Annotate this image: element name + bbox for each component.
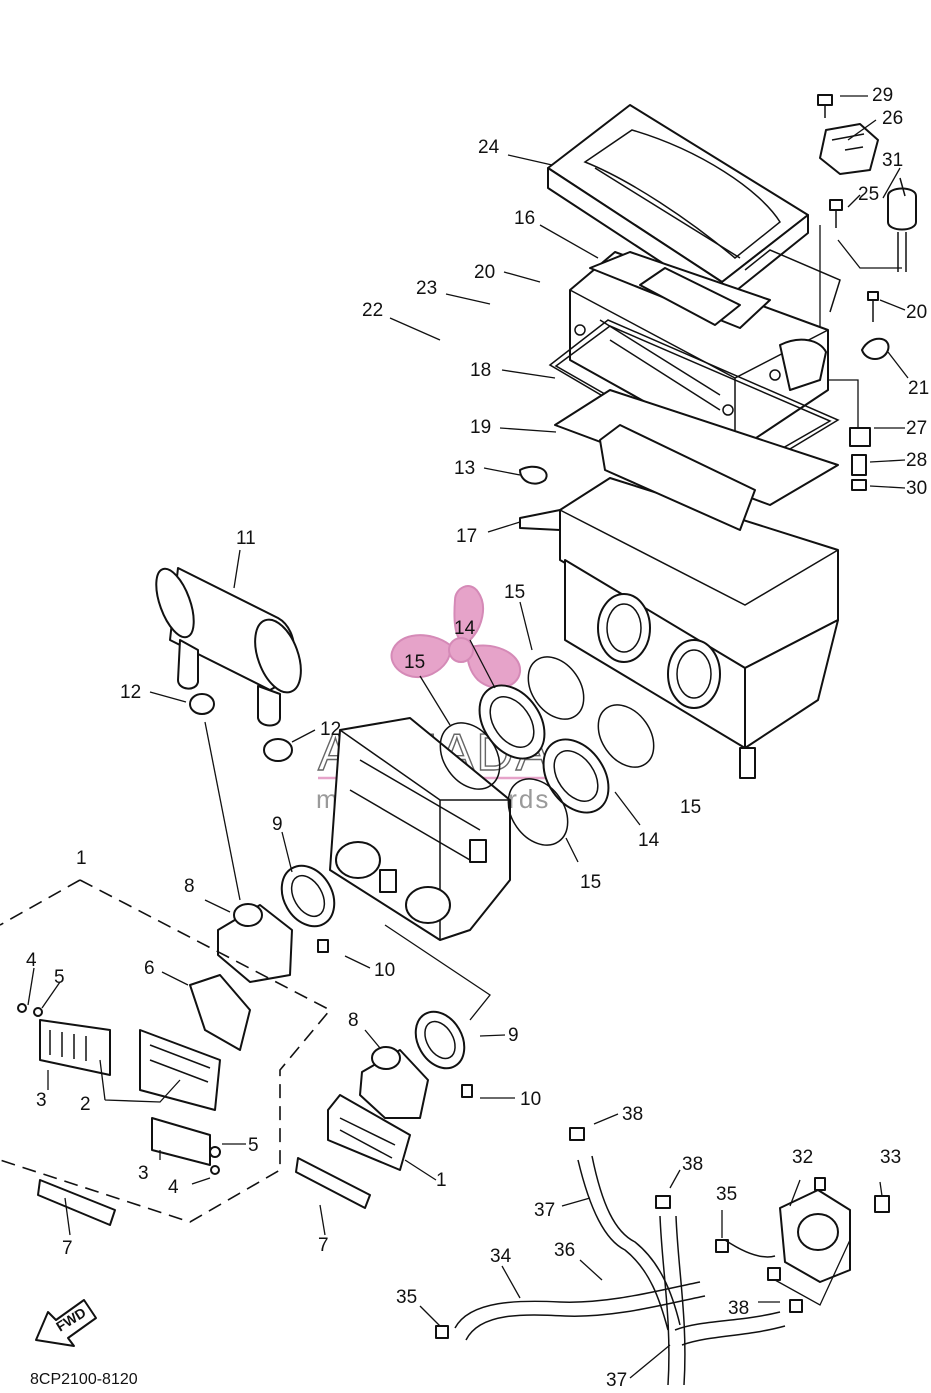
callout-c2: 2 xyxy=(80,1094,91,1115)
callout-c17: 17 xyxy=(456,526,477,547)
callout-c11: 11 xyxy=(236,528,256,549)
callout-c15a: 15 xyxy=(504,582,525,603)
callout-c7a: 7 xyxy=(62,1238,73,1259)
callout-c18: 18 xyxy=(470,360,491,381)
switch-31 xyxy=(887,187,917,231)
callout-c3b: 3 xyxy=(138,1163,149,1184)
callout-c31: 31 xyxy=(882,150,903,171)
callout-c35a: 35 xyxy=(716,1184,737,1205)
callout-c32: 32 xyxy=(792,1147,813,1168)
callout-c27: 27 xyxy=(906,418,927,439)
callout-c15d: 15 xyxy=(580,872,601,893)
callout-c30: 30 xyxy=(906,478,927,499)
callout-c20b: 20 xyxy=(906,302,927,323)
callout-c38a: 38 xyxy=(622,1104,643,1125)
callout-c34: 34 xyxy=(490,1246,512,1267)
callout-c5a: 5 xyxy=(54,967,65,988)
callout-c5b: 5 xyxy=(248,1135,259,1156)
callout-c38b: 38 xyxy=(682,1154,703,1175)
forward-direction-arrow: FWD xyxy=(35,1299,97,1347)
callout-c16: 16 xyxy=(514,208,535,229)
callout-c10a: 10 xyxy=(374,960,395,981)
left-intake-assembly xyxy=(0,864,336,1226)
callout-c6: 6 xyxy=(144,958,155,979)
fuel-pump-system xyxy=(435,1127,890,1386)
callout-c15c: 15 xyxy=(680,797,701,818)
diagram-code: 8CP2100-8120 xyxy=(30,1371,138,1388)
callout-c4a: 4 xyxy=(26,950,37,971)
callout-c14a: 14 xyxy=(454,618,476,639)
callout-c20a: 20 xyxy=(474,262,495,283)
callout-c33: 33 xyxy=(880,1147,901,1168)
callout-c8b: 8 xyxy=(348,1010,359,1031)
callout-c26: 26 xyxy=(882,108,903,129)
watermark-propeller-logo xyxy=(390,585,522,689)
callout-c38c: 38 xyxy=(728,1298,749,1319)
callout-c28: 28 xyxy=(906,450,927,471)
callout-c12a: 12 xyxy=(120,682,141,703)
callout-c1b: 1 xyxy=(436,1170,447,1191)
callout-c19: 19 xyxy=(470,417,491,438)
callout-c22: 22 xyxy=(362,300,383,321)
callout-c13: 13 xyxy=(454,458,475,479)
right-intake-assembly xyxy=(295,939,473,1209)
callout-c14b: 14 xyxy=(638,830,660,851)
leader-lines xyxy=(27,95,909,1379)
callout-c10b: 10 xyxy=(520,1089,541,1110)
gaskets xyxy=(548,319,840,506)
callout-c24: 24 xyxy=(478,137,500,158)
callout-c23: 23 xyxy=(416,278,437,299)
callout-c21: 21 xyxy=(908,378,929,399)
callout-c3a: 3 xyxy=(36,1090,47,1111)
callout-c9a: 9 xyxy=(272,814,283,835)
callout-c1a: 1 xyxy=(76,848,87,869)
callout-c36: 36 xyxy=(554,1240,575,1261)
air-box-lower xyxy=(519,424,839,779)
callout-c8a: 8 xyxy=(184,876,195,897)
carburetor-assembly xyxy=(329,717,511,941)
callout-c35b: 35 xyxy=(396,1287,417,1308)
top-right-small-parts xyxy=(817,94,917,491)
intake-joints xyxy=(439,656,655,846)
air-box-upper xyxy=(569,249,841,453)
callout-c4b: 4 xyxy=(168,1177,179,1198)
callout-c29: 29 xyxy=(872,85,893,106)
callout-c15b: 15 xyxy=(404,652,425,673)
bracket-21 xyxy=(861,337,890,360)
callout-c25: 25 xyxy=(858,184,879,205)
callout-c37a: 37 xyxy=(534,1200,555,1221)
intake-silencer xyxy=(155,567,302,762)
callout-c7b: 7 xyxy=(318,1235,329,1256)
callout-c37b: 37 xyxy=(606,1370,627,1388)
callout-c12b: 12 xyxy=(320,719,341,740)
callout-c9b: 9 xyxy=(508,1025,519,1046)
